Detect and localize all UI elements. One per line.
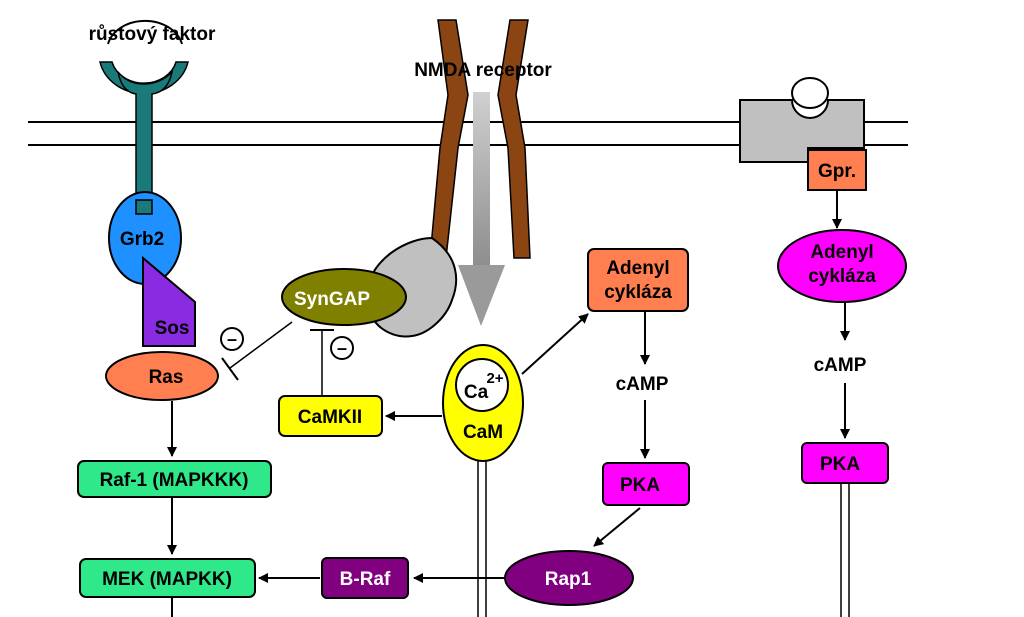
adenyl-cyclase-label-1a: Adenyl <box>606 258 669 279</box>
adenyl-cyclase-node-1 <box>587 248 689 312</box>
growth-factor-receptor <box>99 61 189 206</box>
grb2-receptor-junction <box>135 199 153 215</box>
inhibition-symbol: – <box>337 338 347 358</box>
ras-label: Ras <box>149 367 184 388</box>
inhibition-marker-syngap: – <box>330 336 354 360</box>
pka-label-1: PKA <box>620 475 660 496</box>
pka-label-2: PKA <box>820 454 860 475</box>
camkii-syngap-inhibition <box>310 329 334 395</box>
camp-label-1: cAMP <box>616 374 669 395</box>
cam-label: CaM <box>463 422 503 443</box>
gpcr-receptor <box>739 77 865 163</box>
camkii-node <box>278 395 383 437</box>
adenyl-cyclase-node-2 <box>777 229 907 303</box>
mek-label: MEK (MAPKK) <box>102 569 232 590</box>
calcium-label: Ca <box>464 382 489 403</box>
mek-node <box>79 558 256 598</box>
cam-downstream-pathway <box>477 461 487 617</box>
sos-node <box>142 255 196 347</box>
braf-label: B-Raf <box>340 569 391 590</box>
gpr-node <box>807 149 867 191</box>
growth-factor-ligand <box>107 19 183 45</box>
inhibition-marker-ras: – <box>220 327 244 351</box>
sos-label: Sos <box>155 318 190 339</box>
syngap-ras-inhibition <box>221 321 293 381</box>
pka-downstream-pathway <box>840 484 850 617</box>
adenyl-cyclase-label-2a: Adenyl <box>810 242 873 263</box>
syngap-node <box>281 268 407 326</box>
nmda-receptor-label: NMDA receptor <box>414 60 552 81</box>
calcium-ion <box>455 358 509 412</box>
pka-node-1 <box>602 462 690 506</box>
inhibition-symbol: – <box>227 329 237 349</box>
growth-factor-label: růstový faktor <box>89 24 216 45</box>
grb2-label: Grb2 <box>120 229 164 250</box>
nmda-receptor <box>429 19 531 259</box>
rap1-label: Rap1 <box>545 569 592 590</box>
syngap-label: SynGAP <box>294 289 370 310</box>
raf1-label: Raf-1 (MAPKKK) <box>100 470 249 491</box>
ras-node <box>105 351 219 401</box>
arrow-pka-to-rap1 <box>593 507 641 547</box>
pka-node-2 <box>801 442 889 484</box>
calcium-charge: 2+ <box>486 370 503 387</box>
camkii-label: CaMKII <box>298 407 362 428</box>
braf-node <box>321 557 409 599</box>
gpr-label: Gpr. <box>818 161 856 182</box>
camp-label-2: cAMP <box>814 355 867 376</box>
adenyl-cyclase-label-1b: cykláza <box>604 282 672 303</box>
raf1-node <box>77 460 272 498</box>
calcium-influx-arrow <box>458 92 505 326</box>
adenyl-cyclase-label-2b: cykláza <box>808 266 876 287</box>
arrow-cam-to-adenyl <box>521 313 589 375</box>
